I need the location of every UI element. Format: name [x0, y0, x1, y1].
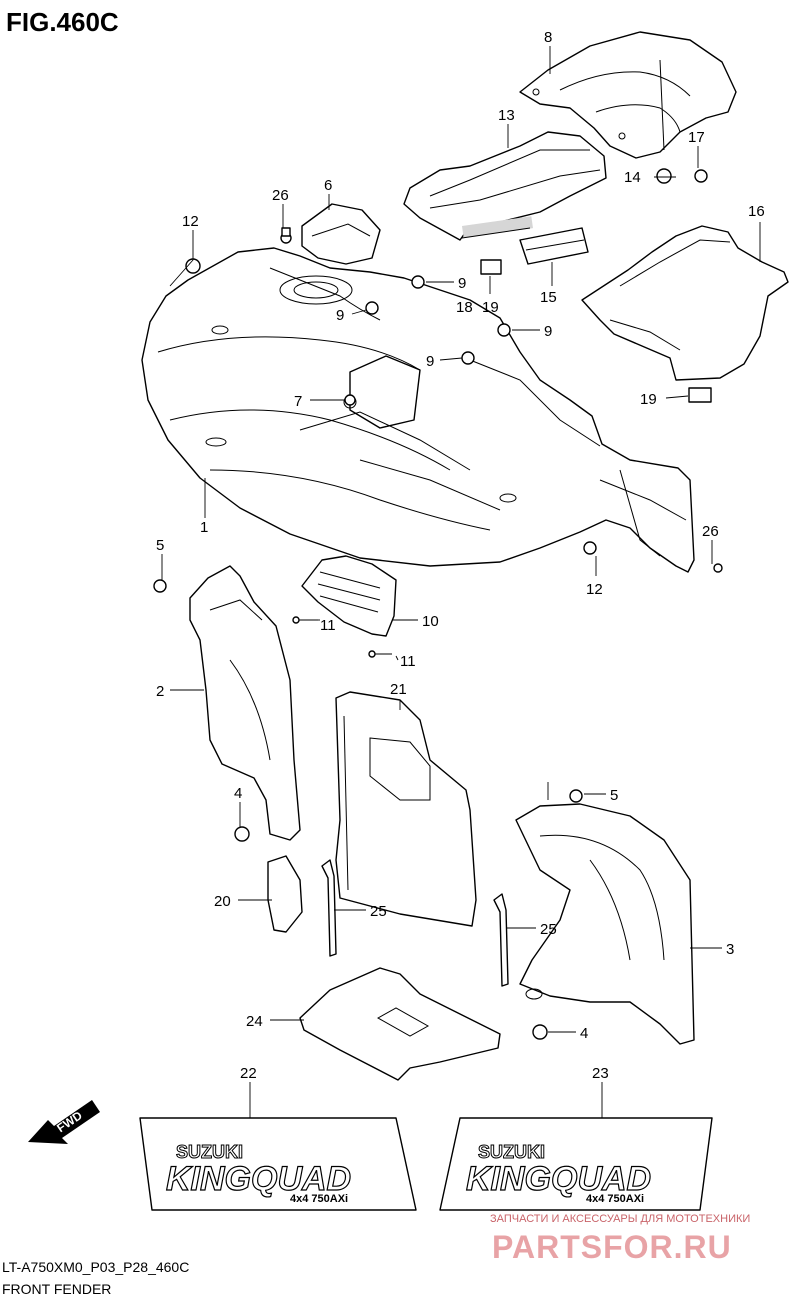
- part-1-front-fender: [141, 247, 695, 573]
- callout-23: 23: [592, 1065, 609, 1082]
- callout-6: 6: [324, 177, 332, 194]
- callout-14: 14: [624, 169, 641, 186]
- part-16-side-cover: [581, 225, 789, 381]
- part-13-carrier-frame: [403, 131, 607, 241]
- callout-15: 15: [540, 289, 557, 306]
- watermark-line1: ЗАПЧАСТИ И АКСЕССУАРЫ ДЛЯ МОТОТЕХНИКИ: [490, 1213, 750, 1225]
- callout-9-d: 9: [426, 353, 434, 370]
- part-19-block-b: [688, 387, 712, 403]
- callout-9-b: 9: [336, 307, 344, 324]
- callout-17: 17: [688, 129, 705, 146]
- part-10-bracket: [301, 555, 397, 637]
- part-20-bracket: [267, 855, 303, 933]
- callout-13: 13: [498, 107, 515, 124]
- part-24-skid-plate: [299, 967, 501, 1081]
- decal-23-badge: 4x4 750AXi: [586, 1193, 644, 1205]
- callout-26-right: 26: [702, 523, 719, 540]
- callout-20: 20: [214, 893, 231, 910]
- callout-9-c: 9: [544, 323, 552, 340]
- callout-12-top: 12: [182, 213, 199, 230]
- callout-4-right: 4: [580, 1025, 588, 1042]
- callout-5-right: 5: [610, 787, 618, 804]
- callout-1: 1: [200, 519, 208, 536]
- decal-22-brand: SUZUKI: [176, 1142, 243, 1162]
- callout-2: 2: [156, 683, 164, 700]
- callout-labels: 8 13 17 14 26 6 12 16 9 9 18 19 15 9 9 1…: [156, 29, 765, 1082]
- callout-26-top: 26: [272, 187, 289, 204]
- decal-23-brand: SUZUKI: [478, 1142, 545, 1162]
- callout-11-b: 11: [400, 653, 416, 670]
- callout-22: 22: [240, 1065, 257, 1082]
- part-25-cable-tie-a: [321, 859, 337, 957]
- callout-8: 8: [544, 29, 552, 46]
- callout-10: 10: [422, 613, 439, 630]
- callout-19-a: 19: [482, 299, 499, 316]
- section-name: FRONT FENDER: [2, 1281, 111, 1297]
- callout-18: 18: [456, 299, 473, 316]
- decal-23-model: KINGQUAD: [466, 1160, 651, 1198]
- figure-title: FIG.460C: [6, 7, 119, 37]
- callout-4-left: 4: [234, 785, 242, 802]
- decal-22-badge: 4x4 750AXi: [290, 1193, 348, 1205]
- part-21-mud-guard: [335, 691, 477, 927]
- watermark-line2: PARTSFOR.RU: [492, 1229, 732, 1265]
- decal-22-model: KINGQUAD: [166, 1160, 351, 1198]
- leader-lines: [161, 46, 761, 1118]
- part-19-block-a: [480, 259, 502, 275]
- part-6-lid: [301, 203, 381, 265]
- callout-21: 21: [390, 681, 407, 698]
- part-3-right-inner-fender: [515, 803, 695, 1045]
- part-25-cable-tie-b: [493, 893, 509, 987]
- decal-23: SUZUKI KINGQUAD 4x4 750AXi: [439, 1117, 713, 1211]
- decal-22: SUZUKI KINGQUAD 4x4 750AXi: [139, 1117, 417, 1211]
- callout-9-a: 9: [458, 275, 466, 292]
- part-15-pad: [519, 227, 589, 265]
- fwd-arrow-icon: FWD: [28, 1100, 100, 1144]
- callout-12-bottom: 12: [586, 581, 603, 598]
- callout-5-left: 5: [156, 537, 164, 554]
- callout-7: 7: [294, 393, 302, 410]
- callout-19-b: 19: [640, 391, 657, 408]
- callout-25-b: 25: [540, 921, 557, 938]
- part-8-upper-cover: [519, 31, 737, 159]
- callout-16: 16: [748, 203, 765, 220]
- fasteners: [153, 168, 723, 1040]
- callout-3: 3: [726, 941, 734, 958]
- callout-11-a: 11: [320, 617, 336, 634]
- callout-25-a: 25: [370, 903, 387, 920]
- model-code: LT-A750XM0_P03_P28_460C: [2, 1259, 189, 1275]
- callout-24: 24: [246, 1013, 263, 1030]
- part-2-left-inner-fender: [189, 565, 301, 841]
